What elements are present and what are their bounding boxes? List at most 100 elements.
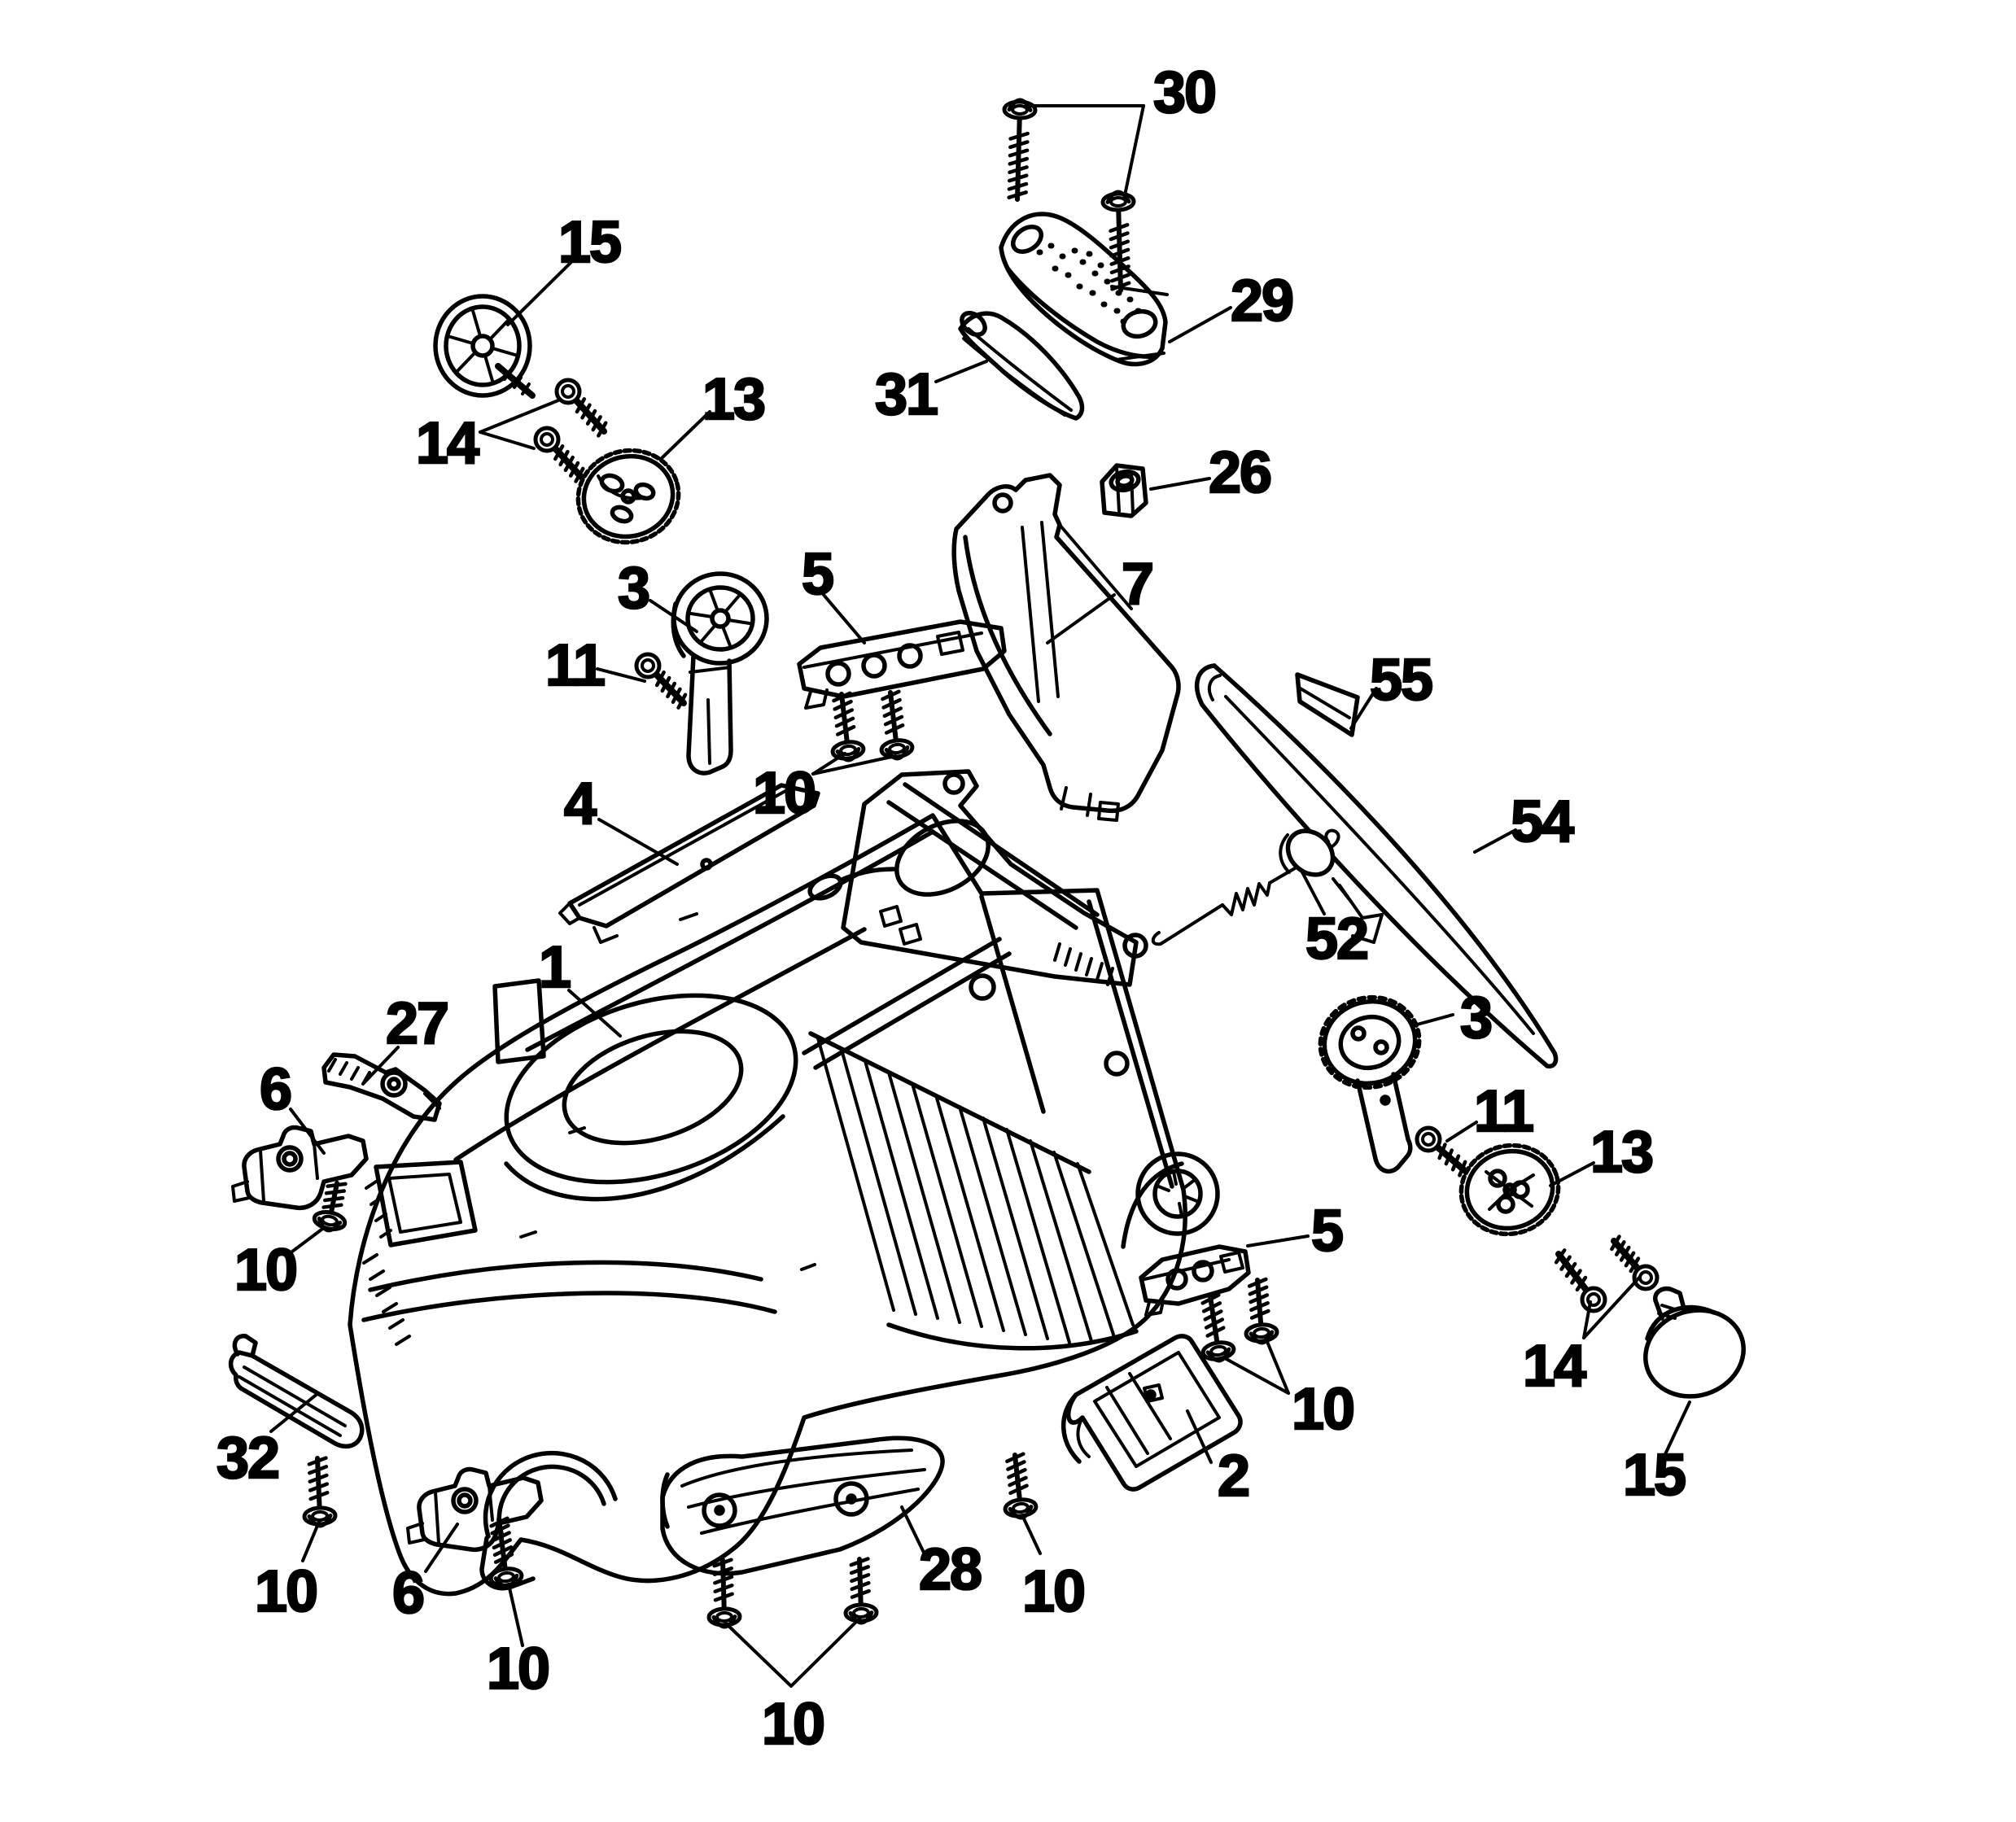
callout-label: 28 [919,1537,981,1602]
callout-label: 30 [1153,60,1215,125]
callout-1: 1 [538,934,622,1038]
callout-11: 11 [544,632,646,699]
callout-31: 31 [874,360,988,428]
line-art-layer [228,98,1746,1629]
leader-line [811,754,897,776]
callout-label: 3 [618,556,649,621]
screw-part-10 [488,1516,524,1589]
part-28-skid-plate [660,1435,945,1576]
part-6-bracket-bottom [406,1466,544,1553]
bolt-part-14 [1554,1248,1607,1313]
leader-line [1582,1300,1592,1339]
leader-line [789,1617,861,1688]
part-54-deflector-door [1194,663,1559,1069]
leader-line [1186,1409,1213,1464]
leader-line [1123,104,1145,197]
leader-line [362,1046,400,1085]
callout-27: 27 [362,990,450,1085]
screw-part-30 [1100,190,1136,293]
part-6-bracket-left [231,1125,369,1211]
part-31-grip-insert [958,310,1085,421]
callout-label: 5 [802,542,833,607]
leader-line [1299,867,1326,915]
callout-52: 52 [1299,867,1370,972]
callout-label: 26 [1209,440,1270,505]
leader-line [479,399,560,434]
callout-15: 15 [1622,1400,1691,1509]
part-5-bracket-right [1139,1244,1251,1317]
part-3-wheel-rear [1318,994,1422,1174]
callout-label: 10 [753,761,815,826]
callout-label: 27 [386,991,448,1056]
callout-label: 15 [558,210,621,275]
callout-label: 13 [1590,1120,1652,1185]
callout-label: 10 [255,1559,317,1624]
screw-part-10 [843,1557,879,1625]
leader-line [1246,1234,1310,1247]
callout-54: 54 [1473,789,1577,855]
callout-32: 32 [216,1392,320,1492]
callout-3: 3 [617,555,698,633]
callout-5: 5 [1246,1198,1345,1265]
bolt-part-11 [634,652,688,710]
leader-line [1168,306,1232,343]
callout-label: 13 [702,367,764,432]
part-15-wheel-cover-left [433,294,536,399]
callout-label: 14 [1523,1334,1586,1399]
callout-label: 4 [564,771,597,837]
leader-line [1046,593,1116,644]
callout-label: 10 [1292,1377,1353,1442]
bolt-part-14 [533,426,585,483]
callout-14: 14 [415,399,560,477]
callout-6: 6 [391,1523,459,1627]
callout-13: 13 [660,366,767,460]
callout-26: 26 [1149,439,1273,506]
callout-label: 15 [1623,1443,1686,1508]
callout-6: 6 [259,1056,326,1155]
callout-label: 55 [1370,648,1432,713]
screw-part-10 [1244,1277,1279,1345]
callout-label: 11 [545,633,605,698]
leader-line [811,752,846,776]
leader-line [1222,1356,1290,1395]
bolt-part-14 [1610,1234,1660,1291]
leader-line [822,593,866,644]
callout-10: 10 [1021,1514,1087,1625]
callout-14: 14 [1522,1276,1641,1400]
leader-line [596,667,646,683]
callout-label: 10 [762,1692,824,1757]
leader-line [1415,1013,1454,1026]
callout-15: 15 [506,209,623,326]
leader-line [1264,1336,1290,1395]
leader-line [724,1621,793,1688]
callout-3: 3 [1415,985,1493,1051]
callout-10: 10 [1222,1336,1356,1443]
callout-label: 14 [416,411,479,476]
part-32-guide-rail [228,1334,365,1449]
leader-line [567,989,622,1038]
leader-line [507,1583,524,1647]
part-7-console-bracket [951,473,1181,822]
leader-line [269,1392,320,1433]
leader-line [934,360,988,383]
callout-label: 6 [260,1057,291,1122]
callout-28: 28 [900,1505,983,1603]
part-55-label-flag [1295,672,1360,737]
screw-part-10 [830,691,866,762]
part-3-wheel-front [671,571,769,776]
leader-line [1445,1121,1478,1143]
screw-part-10 [312,1181,348,1233]
leader-line [1021,1514,1042,1555]
bolt-part-11 [1415,1125,1467,1178]
callout-label: 6 [392,1561,423,1626]
callout-label: 32 [216,1426,278,1491]
leader-line [289,1108,326,1155]
part-26-spacer-block [1100,463,1148,518]
callout-13: 13 [1549,1119,1655,1187]
leader-line [479,430,536,450]
callout-4: 4 [563,771,679,866]
part-27-latch-lever [321,1052,442,1122]
part-13-gear-right [1458,1143,1561,1237]
callout-10: 10 [234,1226,326,1304]
